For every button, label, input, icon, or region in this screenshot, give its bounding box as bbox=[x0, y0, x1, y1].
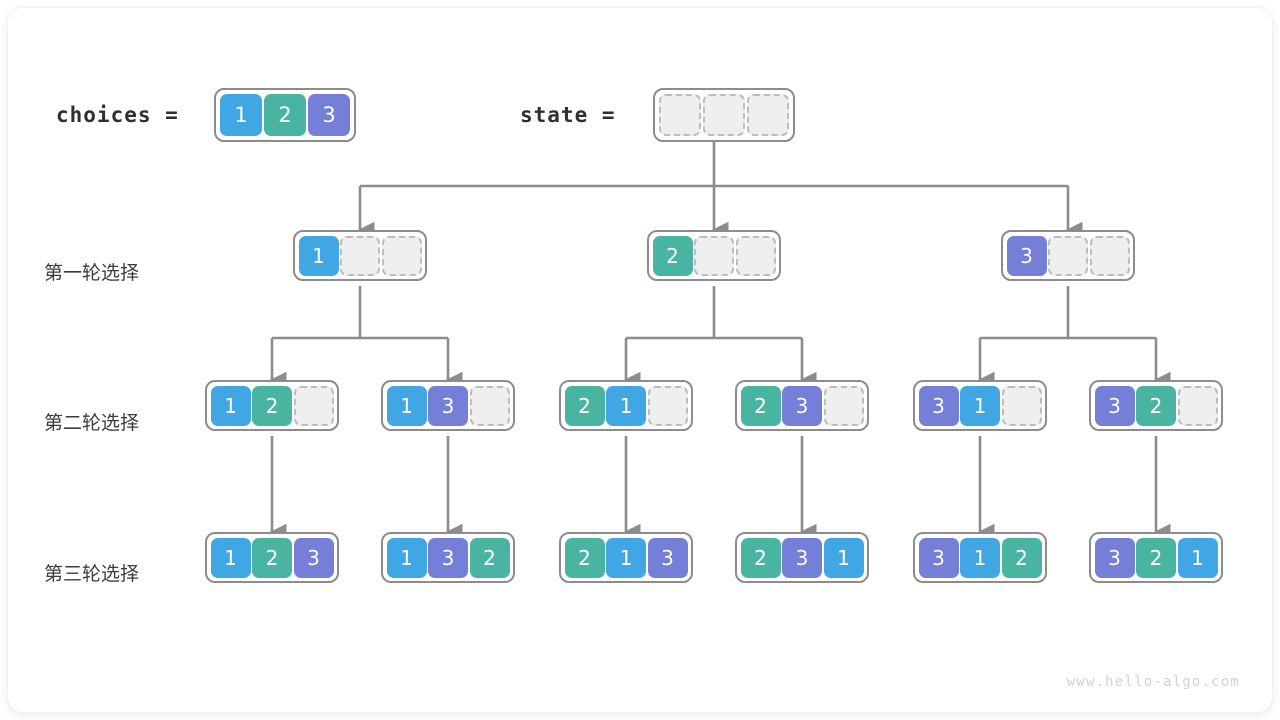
connector-lines bbox=[269, 130, 1171, 541]
array-cell-filled: 1 bbox=[606, 537, 646, 578]
array-cell-filled: 2 bbox=[469, 537, 510, 578]
state-array-node: 1 bbox=[293, 230, 427, 281]
array-cell-filled: 2 bbox=[1001, 537, 1042, 578]
array-cell-filled: 3 bbox=[428, 385, 468, 426]
array-cell-empty bbox=[703, 94, 745, 136]
array-cell-filled: 1 bbox=[210, 385, 251, 426]
array-cell-filled: 2 bbox=[740, 537, 781, 578]
array-cell-filled: 3 bbox=[428, 537, 468, 578]
array-cell-filled: 1 bbox=[386, 385, 427, 426]
array-cell-empty bbox=[469, 385, 510, 426]
state-array-node: 3 bbox=[1001, 230, 1135, 281]
round-label-3: 第三轮选择 bbox=[44, 563, 140, 585]
state-label: state = bbox=[520, 103, 616, 127]
array-cell-empty bbox=[823, 385, 864, 426]
array-cell-filled: 2 bbox=[564, 537, 605, 578]
array-cell-filled: 1 bbox=[386, 537, 427, 578]
array-cell-empty bbox=[1001, 385, 1042, 426]
array-cell-empty bbox=[381, 235, 422, 276]
array-cell-filled: 3 bbox=[918, 385, 959, 426]
array-cell-filled: 2 bbox=[1136, 537, 1176, 578]
array-cell-filled: 1 bbox=[606, 385, 646, 426]
array-cell-empty bbox=[293, 385, 334, 426]
array-cell-empty bbox=[694, 235, 734, 276]
array-cell-filled: 1 bbox=[298, 235, 339, 276]
array-cell-filled: 2 bbox=[652, 235, 693, 276]
array-cell-filled: 1 bbox=[210, 537, 251, 578]
array-cell-empty bbox=[647, 385, 688, 426]
array-cell-filled: 3 bbox=[1094, 537, 1135, 578]
array-cell-empty bbox=[1089, 235, 1130, 276]
state-array-node: 2 bbox=[647, 230, 781, 281]
watermark: www.hello-algo.com bbox=[1066, 674, 1240, 690]
array-cell-filled: 2 bbox=[264, 94, 306, 136]
choices-label: choices = bbox=[56, 103, 179, 127]
array-cell-filled: 1 bbox=[220, 94, 262, 136]
array-cell-filled: 2 bbox=[740, 385, 781, 426]
round-label-2: 第二轮选择 bbox=[44, 412, 140, 434]
array-cell-filled: 1 bbox=[960, 385, 1000, 426]
array-cell-filled: 3 bbox=[1006, 235, 1047, 276]
round-label-1: 第一轮选择 bbox=[44, 262, 140, 284]
array-cell-empty bbox=[735, 235, 776, 276]
array-cell-filled: 2 bbox=[1136, 385, 1176, 426]
array-cell-filled: 3 bbox=[782, 537, 822, 578]
array-cell-filled: 3 bbox=[918, 537, 959, 578]
array-cell-filled: 3 bbox=[308, 94, 350, 136]
array-cell-filled: 3 bbox=[647, 537, 688, 578]
array-cell-filled: 2 bbox=[564, 385, 605, 426]
state-array bbox=[653, 88, 795, 142]
array-cell-empty bbox=[1048, 235, 1088, 276]
array-cell-filled: 2 bbox=[252, 385, 292, 426]
array-cell-filled: 3 bbox=[1094, 385, 1135, 426]
array-cell-filled: 3 bbox=[782, 385, 822, 426]
array-cell-filled: 1 bbox=[1177, 537, 1218, 578]
array-cell-empty bbox=[340, 235, 380, 276]
array-cell-filled: 1 bbox=[823, 537, 864, 578]
array-cell-filled: 1 bbox=[960, 537, 1000, 578]
array-cell-filled: 3 bbox=[293, 537, 334, 578]
array-cell-filled: 2 bbox=[252, 537, 292, 578]
array-cell-empty bbox=[659, 94, 701, 136]
array-cell-empty bbox=[747, 94, 789, 136]
array-cell-empty bbox=[1177, 385, 1218, 426]
